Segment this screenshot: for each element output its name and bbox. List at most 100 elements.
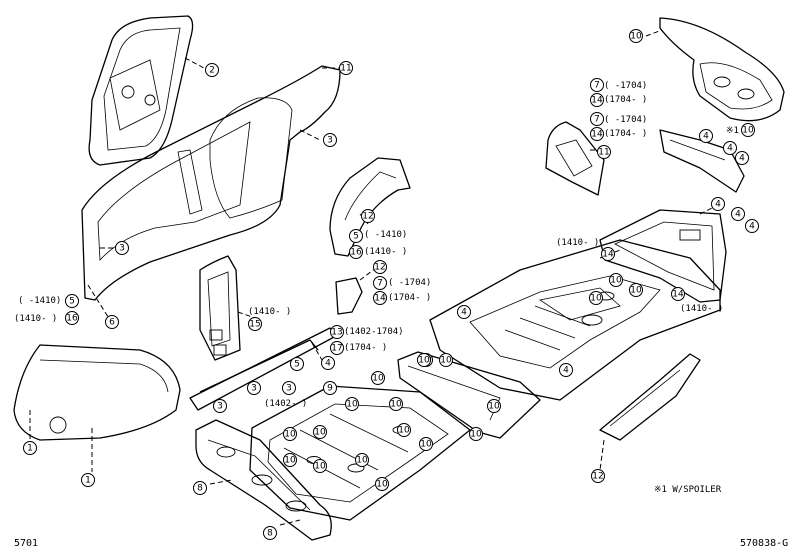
rear-7a-range-label: ( -1704): [604, 81, 647, 91]
callout-rear-14d: 14: [671, 287, 685, 301]
callout-number: 3: [327, 136, 333, 146]
pillar-bracket: [335, 267, 377, 315]
callout-number: 10: [630, 286, 642, 296]
callout-sill-5c: 5: [290, 357, 304, 371]
callout-pillar-5b: 5: [349, 229, 363, 243]
callout-circle: [321, 356, 335, 370]
callout-circle: [290, 357, 304, 371]
pillar-5-range-label: ( -1410): [364, 230, 407, 240]
callout-number: 14: [374, 294, 386, 304]
rear-top-range-label: (1410- ): [556, 238, 599, 248]
callout-circle: [590, 112, 604, 126]
callout-circle: [629, 283, 643, 297]
callout-circle: [193, 481, 207, 495]
callout-bracket-12b: 12: [373, 260, 387, 274]
callout-number: 15: [249, 320, 260, 330]
callout-floor-10a: 10: [371, 371, 385, 385]
callout-number: 7: [594, 115, 600, 125]
rear-pillar-inner: [329, 157, 411, 257]
callout-circle: [745, 219, 759, 233]
callout-sill-13: 13: [330, 325, 344, 339]
side-5-range-label: ( -1410): [18, 296, 61, 306]
callout-circle: [105, 315, 119, 329]
callout-pillar-15: 15: [248, 317, 262, 331]
rear-7b-range-label: ( -1704): [604, 115, 647, 125]
callout-number: 10: [284, 456, 296, 466]
callout-number: 13: [331, 328, 342, 338]
callout-center-4: 4: [457, 305, 471, 319]
callout-circle: [349, 229, 363, 243]
spoiler-mark-label: ※1: [726, 126, 739, 136]
callout-circle: [330, 325, 344, 339]
spoiler-footnote: ※1 W/SPOILER: [654, 485, 722, 495]
callout-sill-3d: 3: [282, 381, 296, 395]
sill-3-range-label: (1402- ): [264, 399, 307, 409]
callout-circle: [323, 133, 337, 147]
callout-circle: [417, 353, 431, 367]
callout-number: 10: [418, 356, 430, 366]
callout-rear-7a: 7: [590, 78, 604, 92]
callout-hood-1b: 1: [81, 473, 95, 487]
callout-circle: [323, 381, 337, 395]
callout-circle: [469, 427, 483, 441]
callout-circle: [213, 399, 227, 413]
callout-number: 10: [390, 400, 402, 410]
callout-circle: [711, 197, 725, 211]
callout-number: 4: [563, 366, 569, 376]
callout-number: 4: [325, 359, 331, 369]
callout-circle: [115, 241, 129, 255]
callout-number: 10: [630, 32, 642, 42]
callout-circle: [373, 260, 387, 274]
callout-bracket-7a: 7: [373, 276, 387, 290]
callout-number: 14: [591, 96, 603, 106]
rear-door-panel: [88, 15, 205, 166]
callout-center-4b: 4: [559, 363, 573, 377]
callout-number: 4: [735, 210, 741, 220]
callout-number: 5: [294, 360, 300, 370]
bracket-14-range-label: (1704- ): [388, 293, 431, 303]
rear-low-range-label: (1410- ): [680, 304, 723, 314]
rear-quarter-inner: [545, 121, 605, 196]
callout-circle: [283, 453, 297, 467]
callout-center-10: 10: [439, 353, 453, 367]
callout-number: 10: [420, 440, 432, 450]
callout-number: 10: [610, 276, 622, 286]
page-code: 5701: [14, 538, 39, 549]
callout-number: 4: [703, 132, 709, 142]
callout-circle: [597, 145, 611, 159]
callout-circle: [65, 311, 79, 325]
callout-side-6: 6: [105, 315, 119, 329]
trunk-lid: [645, 17, 785, 122]
callout-number: 12: [374, 263, 385, 273]
callout-number: 10: [470, 430, 482, 440]
callout-number: 10: [398, 426, 410, 436]
drawing-code: 570838-G: [740, 538, 789, 549]
callout-circle: [487, 399, 501, 413]
callout-circle: [731, 207, 745, 221]
callout-number: 3: [251, 384, 257, 394]
callout-circle: [339, 61, 353, 75]
callout-floor-10b: 10: [283, 427, 297, 441]
callout-number: 10: [314, 462, 326, 472]
callout-rear-10c: 10: [589, 291, 603, 305]
callout-circle: [205, 63, 219, 77]
callout-floor-10k: 10: [375, 477, 389, 491]
callout-circle: [741, 123, 755, 137]
callout-circle: [313, 459, 327, 473]
callout-rear-7b: 7: [590, 112, 604, 126]
callout-number: 10: [314, 428, 326, 438]
callout-circle: [81, 473, 95, 487]
callout-hood-1a: 1: [23, 441, 37, 455]
callout-number: 10: [590, 294, 602, 304]
callout-circle: [629, 29, 643, 43]
callout-rocker-12: 12: [591, 469, 605, 483]
callout-circle: [699, 129, 713, 143]
side-body-outer-panel: [81, 65, 341, 321]
callout-number: 4: [739, 154, 745, 164]
callout-pillar-16b: 16: [349, 245, 363, 259]
callout-circle: [671, 287, 685, 301]
callout-circle: [590, 78, 604, 92]
callout-circle: [735, 151, 749, 165]
